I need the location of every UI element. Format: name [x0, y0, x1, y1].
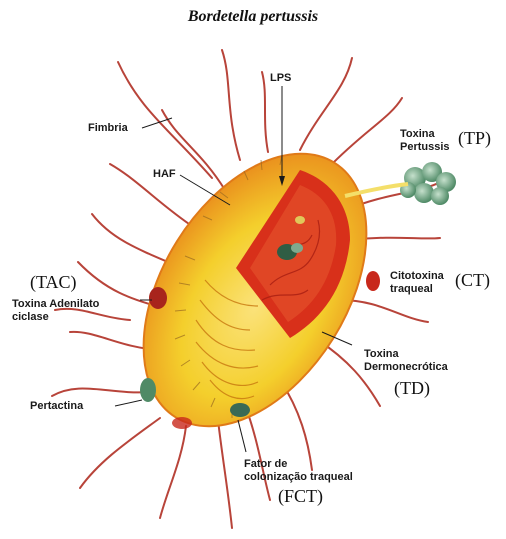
tracheal-cytotoxin-blob [366, 271, 380, 291]
label-tp-line1: Toxina [400, 128, 435, 141]
label-ct-line2: traqueal [390, 283, 433, 296]
pertussis-toxin-cluster [400, 162, 456, 205]
label-tp-abbr: (TP) [458, 128, 491, 149]
label-td-abbr: (TD) [394, 378, 430, 399]
label-td-line2: Dermonecrótica [364, 361, 448, 374]
label-tac-abbr: (TAC) [30, 272, 77, 293]
diagram-title: Bordetella pertussis [0, 8, 506, 26]
label-fct-line2: colonização traqueal [244, 471, 353, 484]
fct-blob [230, 403, 250, 417]
label-ct-abbr: (CT) [455, 270, 490, 291]
label-lps: LPS [270, 72, 291, 85]
label-td-line1: Toxina [364, 348, 399, 361]
label-fct-abbr: (FCT) [278, 486, 323, 507]
label-tac-line2: ciclase [12, 311, 49, 324]
label-tac-line1: Toxina Adenilato [12, 298, 99, 311]
label-pertactina: Pertactina [30, 400, 83, 413]
label-fimbria: Fimbria [88, 122, 128, 135]
label-tp-line2: Pertussis [400, 141, 450, 154]
pertactin-blob [140, 378, 156, 402]
adenylate-cyclase-blob [149, 287, 167, 309]
label-ct-line1: Citotoxina [390, 270, 444, 283]
label-fct-line1: Fator de [244, 458, 287, 471]
label-haf: HAF [153, 168, 176, 181]
